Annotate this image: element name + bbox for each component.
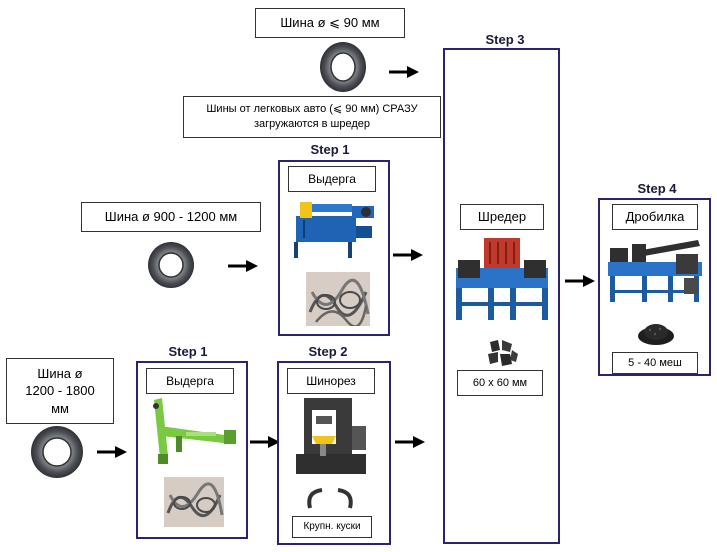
note-line-1: Шины от легковых авто (⩽ 90 мм) СРАЗУ xyxy=(206,103,418,116)
shredder-output: 60 x 60 мм xyxy=(457,370,543,396)
crusher-label: Дробилка xyxy=(612,204,698,230)
shredder-label: Шредер xyxy=(460,204,544,230)
arrow-top xyxy=(389,66,419,78)
crumb-rubber-icon xyxy=(638,324,674,345)
steel-wire-photo xyxy=(306,272,370,326)
small-tire-icon xyxy=(320,42,366,92)
direct-load-note: Шины от легковых авто (⩽ 90 мм) СРАЗУ за… xyxy=(183,96,441,138)
bottom-step2-machine-label: Шинорез xyxy=(287,368,375,394)
step3-frame xyxy=(443,48,560,544)
arrow-step1-to-step2 xyxy=(250,436,280,448)
large-tire-label-line1: Шина ø xyxy=(37,365,83,381)
step4-title: Step 4 xyxy=(637,181,677,196)
middle-machine-label: Выдерга xyxy=(288,166,376,192)
bottom-step1-machine-label: Выдерга xyxy=(146,368,234,394)
large-tire-icon xyxy=(31,426,83,478)
medium-tire-icon xyxy=(148,242,194,288)
arrow-bottom-in xyxy=(97,446,127,458)
medium-tire-label: Шина ø 900 - 1200 мм xyxy=(81,202,261,232)
large-tire-label: Шина ø 1200 - 1800 мм xyxy=(6,358,114,424)
crusher-machine-icon xyxy=(608,240,702,302)
step3-title: Step 3 xyxy=(485,32,525,47)
middle-step1-title: Step 1 xyxy=(310,142,350,157)
arrow-middle-in xyxy=(228,260,258,272)
large-tire-label-line3: мм xyxy=(51,400,69,416)
crusher-output: 5 - 40 меш xyxy=(612,352,698,374)
shredded-pieces-icon xyxy=(488,340,518,366)
small-tire-label: Шина ø ⩽ 90 мм xyxy=(255,8,405,38)
large-tire-label-line2: 1200 - 1800 xyxy=(25,383,95,399)
rubber-chunks-icon xyxy=(307,488,353,509)
note-line-2: загружаются в шредер xyxy=(253,118,371,130)
bottom-step2-output: Крупн. куски xyxy=(292,516,372,538)
arrow-middle-out xyxy=(393,249,423,261)
tire-cutter-icon xyxy=(296,398,366,474)
green-debeader-icon xyxy=(153,398,236,464)
debeader-machine-icon xyxy=(294,202,374,258)
bottom-step2-title: Step 2 xyxy=(308,344,348,359)
shredder-machine-icon xyxy=(456,238,548,320)
arrow-step3-to-step4 xyxy=(565,275,595,287)
bottom-steel-wire-photo xyxy=(164,477,224,527)
arrow-step2-to-step3 xyxy=(395,436,425,448)
bottom-step1-title: Step 1 xyxy=(168,344,208,359)
